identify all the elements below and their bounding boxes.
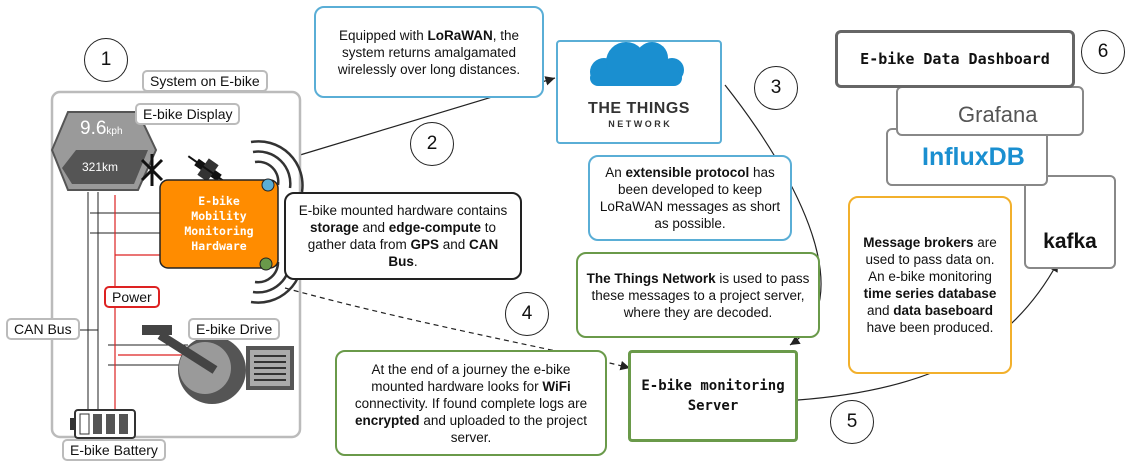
hardware-line-4: Hardware — [191, 239, 247, 253]
kafka-card — [1024, 175, 1116, 269]
protocol-note: An extensible protocol has been develope… — [588, 155, 792, 241]
lorawan-note: Equipped with LoRaWAN, the system return… — [314, 6, 544, 98]
ttn-logo-subtext: N E T W O R K — [608, 119, 670, 129]
ttn-cloud-icon — [590, 42, 684, 86]
step-4-marker: 4 — [505, 292, 549, 336]
ttn-box — [556, 40, 722, 144]
hardware-line-2: Mobility — [191, 209, 247, 223]
hardware-line-3: Monitoring — [184, 224, 254, 238]
hardware-label: E-bike Mobility Monitoring Hardware — [160, 194, 278, 254]
hardware-note: E-bike mounted hardware contains storage… — [284, 192, 522, 280]
wifi-note: At the end of a journey the e-bike mount… — [335, 350, 607, 456]
motor-illustration — [142, 325, 294, 404]
influx-name: InfluxDB — [922, 143, 1025, 171]
canbus-label: CAN Bus — [6, 318, 80, 340]
gps-antenna-icon — [140, 154, 164, 186]
monitoring-server: E-bike monitoring Server — [628, 350, 798, 442]
wifi-upload-arrow — [284, 287, 631, 371]
wifi-antenna-dot — [259, 257, 273, 271]
dashboard-title: E-bike Data Dashboard — [835, 30, 1075, 88]
lora-antenna-dot — [261, 178, 275, 192]
display-distance: 321km — [82, 160, 119, 174]
battery-label: E-bike Battery — [62, 439, 166, 461]
step-3-marker: 3 — [754, 66, 798, 110]
step-5-marker: 5 — [830, 400, 874, 444]
grafana-name: Grafana — [958, 102, 1038, 127]
display-label: E-bike Display — [135, 103, 241, 125]
satellite-icon — [187, 155, 229, 185]
ttn-logo-text: THE THINGS — [588, 100, 690, 117]
server-line-1: E-bike monitoring — [641, 378, 785, 394]
display-speed: 9.6kph — [80, 118, 123, 140]
ttn-note: The Things Network is used to pass these… — [576, 252, 820, 338]
battery-icon — [70, 409, 136, 439]
wireless-arcs-top — [250, 140, 304, 193]
step-2-marker: 2 — [410, 122, 454, 166]
hardware-box — [159, 179, 279, 269]
system-title: System on E-bike — [142, 70, 268, 92]
step-6-marker: 6 — [1081, 30, 1125, 74]
hardware-line-1: E-bike — [198, 194, 240, 208]
kafka-name: kafka — [1043, 230, 1097, 253]
display-speed-value: 9.6 — [80, 118, 107, 139]
drive-label: E-bike Drive — [188, 318, 281, 340]
display-speed-unit: kph — [106, 126, 123, 137]
server-line-2: Server — [687, 398, 739, 414]
power-label: Power — [104, 286, 160, 308]
brokers-note: Message brokers are used to pass data on… — [848, 196, 1012, 374]
step-1-marker: 1 — [84, 38, 128, 82]
